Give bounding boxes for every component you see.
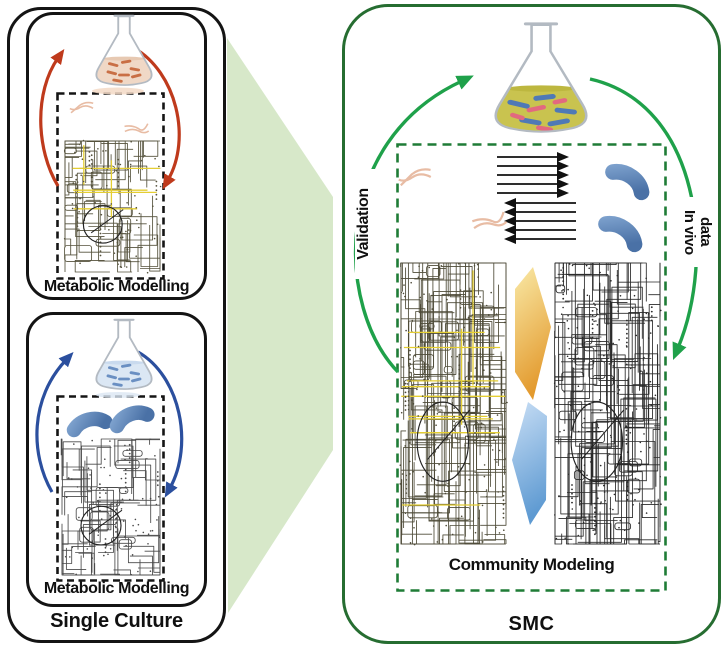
single-culture-caption: Single Culture bbox=[50, 610, 183, 632]
community-modeling-label: Community Modeling bbox=[448, 555, 615, 574]
validation-label: Validation bbox=[355, 169, 375, 279]
metabolic-modelling-panel-top bbox=[26, 12, 207, 300]
metabolic-modelling-label-top: Metabolic Modelling bbox=[43, 278, 190, 295]
smc-panel bbox=[342, 4, 721, 644]
in-vivo-data-label: In vivo data bbox=[679, 197, 715, 267]
zoom-funnel-shape bbox=[227, 38, 333, 613]
metabolic-modelling-panel-bottom bbox=[26, 312, 207, 607]
metabolic-modelling-label-bottom: Metabolic Modelling bbox=[43, 580, 190, 597]
smc-caption: SMC bbox=[508, 613, 555, 635]
